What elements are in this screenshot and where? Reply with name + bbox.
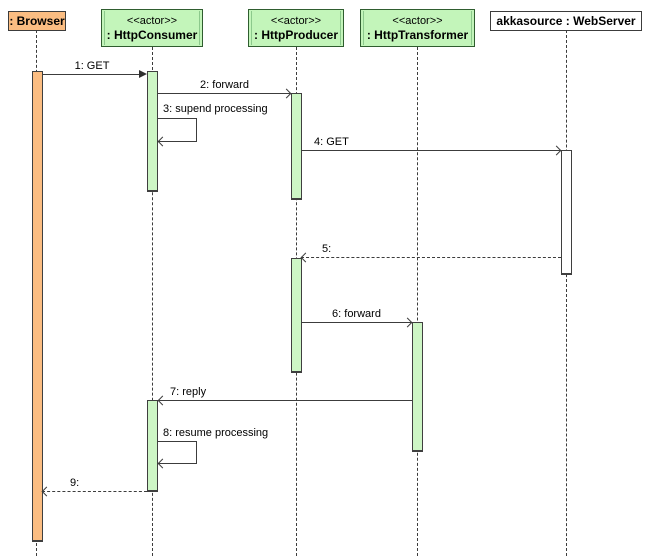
message-label-3: 3: supend processing xyxy=(163,103,268,115)
message-line-8c xyxy=(158,463,197,464)
message-line-8b xyxy=(196,441,197,464)
activation-httptransformer xyxy=(412,322,423,452)
actor-stereotype: <<actor>> xyxy=(270,14,322,27)
activation-httpconsumer-1 xyxy=(147,71,158,192)
actor-stereotype: <<actor>> xyxy=(126,14,178,27)
message-label-2: 2: forward xyxy=(200,79,249,91)
message-line-8a xyxy=(158,441,197,442)
message-line-5 xyxy=(301,257,561,258)
actor-name-httpproducer: : HttpProducer xyxy=(254,27,338,42)
activation-browser xyxy=(32,71,43,542)
activation-webserver xyxy=(561,150,572,275)
lifeline-httpconsumer xyxy=(152,47,153,556)
arrowhead-open-icon xyxy=(157,395,168,406)
actor-box-httpconsumer: <<actor>> : HttpConsumer xyxy=(101,9,203,47)
lifeline-webserver xyxy=(566,30,567,556)
message-label-8: 8: resume processing xyxy=(163,427,269,439)
message-line-6 xyxy=(301,322,412,323)
actor-box-httptransformer: <<actor>> : HttpTransformer xyxy=(360,9,475,47)
message-label-1: 1: GET xyxy=(74,60,110,72)
arrowhead-open-icon xyxy=(551,145,562,156)
message-line-2 xyxy=(158,93,291,94)
message-line-3b xyxy=(196,118,197,142)
arrowhead-open-icon xyxy=(41,486,52,497)
arrowhead-filled-icon xyxy=(139,70,147,78)
message-label-5: 5: xyxy=(322,243,332,255)
message-label-6: 6: forward xyxy=(332,308,381,320)
message-line-3a xyxy=(158,118,197,119)
message-line-3c xyxy=(158,141,197,142)
message-label-9: 9: xyxy=(70,477,80,489)
activation-httpconsumer-2 xyxy=(147,400,158,492)
message-line-9 xyxy=(42,491,147,492)
message-line-1 xyxy=(42,74,141,75)
arrowhead-open-icon xyxy=(300,252,311,263)
actor-box-webserver: akkasource : WebServer xyxy=(490,11,642,31)
actor-stereotype: <<actor>> xyxy=(392,14,443,27)
message-label-7: 7: reply xyxy=(170,386,207,398)
actor-box-httpproducer: <<actor>> : HttpProducer xyxy=(248,9,344,47)
message-line-4 xyxy=(301,150,561,151)
actor-name-webserver: akkasource : WebServer xyxy=(496,13,636,28)
activation-httpproducer-1 xyxy=(291,93,302,200)
arrowhead-open-icon xyxy=(157,458,168,469)
actor-name-browser: : Browser xyxy=(9,13,65,28)
message-label-4: 4: GET xyxy=(314,136,349,148)
actor-name-httptransformer: : HttpTransformer xyxy=(366,27,469,42)
activation-httpproducer-2 xyxy=(291,258,302,373)
actor-name-httpconsumer: : HttpConsumer xyxy=(106,27,198,42)
lifeline-httptransformer xyxy=(417,47,418,556)
arrowhead-open-icon xyxy=(157,136,168,147)
actor-box-browser: : Browser xyxy=(8,11,66,31)
message-line-7 xyxy=(158,400,412,401)
